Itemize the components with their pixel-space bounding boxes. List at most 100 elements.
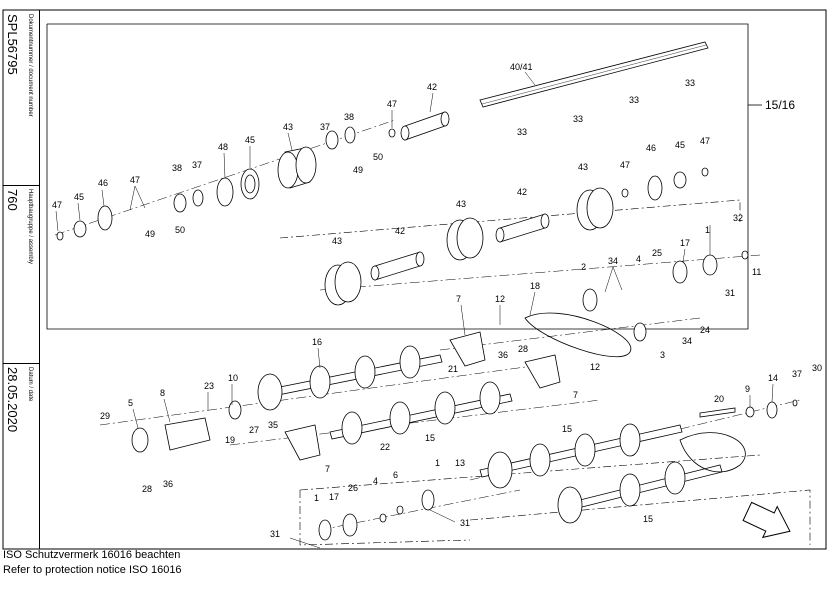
callout-28-left: 28 xyxy=(142,484,152,494)
document-number: SPL56795 xyxy=(5,14,20,75)
callout-13: 13 xyxy=(455,458,465,468)
callout-49-left: 49 xyxy=(145,229,155,239)
callout-43-top: 43 xyxy=(283,122,293,132)
callout-47-right: 47 xyxy=(620,160,630,170)
callout-42-low: 42 xyxy=(395,226,405,236)
callout-43-right: 43 xyxy=(578,162,588,172)
callout-14: 14 xyxy=(768,373,778,383)
group-label: 15/16 xyxy=(765,98,795,112)
callout-1-far-low: 1 xyxy=(314,493,319,503)
callout-38-top: 37 xyxy=(320,122,330,132)
lower-group-parts xyxy=(131,250,798,541)
callout-31-top: 31 xyxy=(725,288,735,298)
callout-18: 18 xyxy=(530,281,540,291)
sheet-frame xyxy=(2,9,827,550)
callout-4-low: 4 xyxy=(373,476,378,486)
callout-45-right: 45 xyxy=(675,140,685,150)
callout-28-mid: 28 xyxy=(518,344,528,354)
callout-12-top: 12 xyxy=(495,294,505,304)
axis-lines xyxy=(54,119,801,531)
callout-16: 16 xyxy=(312,337,322,347)
callout-42-top: 42 xyxy=(427,82,437,92)
callout-39-top: 38 xyxy=(344,112,354,122)
callout-32: 32 xyxy=(733,213,743,223)
leader-lines xyxy=(55,71,774,549)
callout-17-top: 17 xyxy=(680,238,690,248)
callout-11: 11 xyxy=(752,267,761,277)
callout-43-low: 43 xyxy=(332,236,342,246)
callout-42-mid: 42 xyxy=(517,187,527,197)
callout-47-far-right: 47 xyxy=(700,136,710,146)
callout-26: 26 xyxy=(348,483,358,493)
callout-4-top: 4 xyxy=(636,254,641,264)
callout-31-low: 31 xyxy=(460,518,470,528)
callout-22: 22 xyxy=(380,442,390,452)
callout-3: 3 xyxy=(660,350,665,360)
assembly-cell: 760 Hauptbaugruppe / assembly xyxy=(3,185,40,364)
callout-7-right: 7 xyxy=(573,390,578,400)
callout-34-right: 34 xyxy=(682,336,692,346)
group-frame xyxy=(46,23,749,330)
callout-43-mid: 43 xyxy=(456,199,466,209)
callout-40-41: 40/41 xyxy=(510,62,533,72)
callout-50-left: 50 xyxy=(175,225,185,235)
assembly-label: Hauptbaugruppe / assembly xyxy=(27,189,33,265)
callout-39-left: 38 xyxy=(172,163,182,173)
callout-27: 27 xyxy=(249,425,259,435)
callout-37: 37 xyxy=(792,369,802,379)
callout-8: 8 xyxy=(160,388,165,398)
callout-47-left: 47 xyxy=(130,175,140,185)
callout-49-top: 49 xyxy=(353,165,363,175)
callout-35: 35 xyxy=(268,420,278,430)
callout-15-low-b: 15 xyxy=(643,514,653,524)
callout-1-low: 1 xyxy=(435,458,440,468)
callout-7-top: 7 xyxy=(456,294,461,304)
callout-19: 19 xyxy=(225,435,235,445)
callout-21: 21 xyxy=(448,364,458,374)
callout-45-left: 45 xyxy=(74,192,84,202)
shaft-40-41 xyxy=(479,41,709,108)
callout-36-left: 36 xyxy=(163,479,173,489)
callout-7-left: 7 xyxy=(325,464,330,474)
callout-23: 23 xyxy=(204,381,214,391)
upper-group-parts xyxy=(56,111,709,306)
date-cell: 28.05.2020 Datum / date xyxy=(3,363,40,549)
callout-2: 2 xyxy=(581,262,586,272)
callout-29: 29 xyxy=(100,411,110,421)
callout-47-top: 47 xyxy=(387,99,397,109)
callout-44: 45 xyxy=(245,135,255,145)
document-number-cell: SPL56795 Dokumentnummer / document numbe… xyxy=(3,10,40,186)
callout-6: 6 xyxy=(393,470,398,480)
callout-1-top: 1 xyxy=(705,225,710,235)
callout-38-left: 37 xyxy=(192,160,202,170)
assembly-number: 760 xyxy=(5,189,20,211)
date-label: Datum / date xyxy=(27,367,33,402)
assembly-boundaries xyxy=(279,199,811,546)
callout-33-d: 33 xyxy=(685,78,695,88)
callout-labels: 40/41 42 47 43 37 38 50 49 45 48 37 38 4… xyxy=(52,62,822,539)
callout-5: 5 xyxy=(128,398,133,408)
direction-arrow-icon xyxy=(742,501,791,539)
callout-33-a: 33 xyxy=(517,127,527,137)
callout-48: 48 xyxy=(218,142,228,152)
callout-10: 10 xyxy=(228,373,238,383)
callout-33-b: 33 xyxy=(573,114,583,124)
callout-20: 20 xyxy=(714,394,724,404)
iso-notice-de: ISO Schutzvermerk 16016 beachten xyxy=(3,549,181,561)
callout-34-top: 34 xyxy=(608,256,618,266)
callout-46-left: 46 xyxy=(98,178,108,188)
callout-46-right: 46 xyxy=(646,143,656,153)
callout-25: 25 xyxy=(652,248,662,258)
callout-30: 30 xyxy=(812,363,822,373)
callout-12-right: 12 xyxy=(590,362,600,372)
callout-15-mid: 15 xyxy=(425,433,435,443)
callout-47-far-left: 47 xyxy=(52,200,62,210)
callout-36-mid: 36 xyxy=(498,350,508,360)
callout-31-far-low: 31 xyxy=(270,529,280,539)
callout-33-c: 33 xyxy=(629,95,639,105)
callout-9: 9 xyxy=(745,384,750,394)
document-date: 28.05.2020 xyxy=(5,367,20,433)
callout-17-low: 17 xyxy=(329,492,339,502)
callout-24: 24 xyxy=(700,325,710,335)
